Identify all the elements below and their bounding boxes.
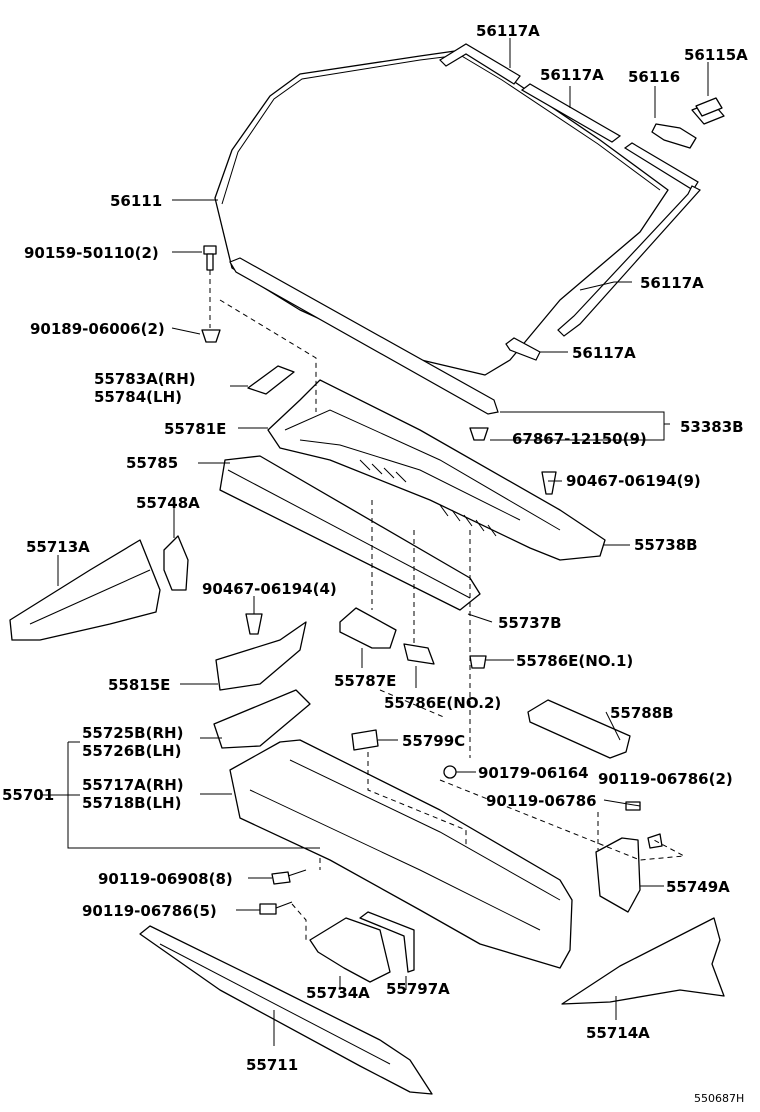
duct-55788b xyxy=(527,699,631,759)
label-55737b: 55737B xyxy=(498,614,562,632)
bolt-90119-b xyxy=(271,869,307,885)
label-56117a-bottom: 56117A xyxy=(572,344,636,362)
lower-panel-55711 xyxy=(139,925,433,1095)
label-55748a: 55748A xyxy=(136,494,200,512)
bracket-55725b xyxy=(213,689,311,749)
label-56117a-mid: 56117A xyxy=(540,66,604,84)
cowl-top-panel-55701 xyxy=(229,739,573,969)
label-55711: 55711 xyxy=(246,1056,298,1074)
clip-56115a xyxy=(691,97,725,125)
label-90159: 90159-50110(2) xyxy=(24,244,159,262)
label-55701: 55701 xyxy=(2,786,54,804)
label-56111: 56111 xyxy=(110,192,162,210)
windshield-glass xyxy=(214,49,669,376)
label-56116: 56116 xyxy=(628,68,680,86)
label-55749a: 55749A xyxy=(666,878,730,896)
bracket-55815e xyxy=(215,621,307,691)
bracket-55749a xyxy=(595,837,641,913)
cowl-louver xyxy=(267,379,606,561)
label-55786e-no2: 55786E(NO.2) xyxy=(384,694,501,712)
clip-90467-b xyxy=(245,613,263,635)
label-55714a: 55714A xyxy=(586,1024,650,1042)
side-panel-55713a xyxy=(9,539,161,641)
clip-67867 xyxy=(469,427,489,441)
label-90119-5: 90119-06786(5) xyxy=(82,902,217,920)
label-55797a: 55797A xyxy=(386,980,450,998)
label-55781e: 55781E xyxy=(164,420,226,438)
label-55738b: 55738B xyxy=(634,536,698,554)
seal-55786e-no2 xyxy=(403,643,435,665)
duct-55787e xyxy=(339,607,397,649)
seal-55786e-no1 xyxy=(469,655,487,669)
bracket-55783a xyxy=(247,365,295,395)
leader-lines xyxy=(40,38,709,1046)
spacer-56116 xyxy=(651,123,697,149)
label-55783a: 55783A(RH) xyxy=(94,370,196,388)
label-55725b: 55725B(RH) xyxy=(82,724,183,742)
label-55784: 55784(LH) xyxy=(94,388,182,406)
windshield-molding-strips xyxy=(229,43,701,415)
bolt-90119-c xyxy=(259,901,293,915)
clip-55799c xyxy=(351,729,379,751)
label-90119-8: 90119-06908(8) xyxy=(98,870,233,888)
cowl-panel-55785 xyxy=(219,455,481,611)
part-labels: 56117A 56117A 56116 56115A 56111 90159-5… xyxy=(2,22,748,1105)
label-55785: 55785 xyxy=(126,454,178,472)
clip-90467-a xyxy=(541,471,557,495)
label-55788b: 55788B xyxy=(610,704,674,722)
bracket-55797a xyxy=(359,911,415,973)
label-55718b: 55718B(LH) xyxy=(82,794,181,812)
bolt-90159 xyxy=(203,245,217,271)
label-55786e-no1: 55786E(NO.1) xyxy=(516,652,633,670)
label-90119: 90119-06786 xyxy=(486,792,597,810)
label-56117a-top: 56117A xyxy=(476,22,540,40)
louver-vents xyxy=(359,459,497,537)
label-55717a: 55717A(RH) xyxy=(82,776,184,794)
label-56117a-right: 56117A xyxy=(640,274,704,292)
label-90189: 90189-06006(2) xyxy=(30,320,165,338)
label-55815e: 55815E xyxy=(108,676,170,694)
bracket-55734a xyxy=(309,917,391,983)
label-90467-9: 90467-06194(9) xyxy=(566,472,701,490)
label-56115a: 56115A xyxy=(684,46,748,64)
nut-90179 xyxy=(443,765,457,779)
label-55799c: 55799C xyxy=(402,732,465,750)
label-55726b: 55726B(LH) xyxy=(82,742,181,760)
label-55713a: 55713A xyxy=(26,538,90,556)
label-67867: 67867-12150(9) xyxy=(512,430,647,448)
label-90179: 90179-06164 xyxy=(478,764,589,782)
assembly-dashed-lines xyxy=(209,270,686,940)
bracket-55748a xyxy=(163,535,189,591)
label-55787e: 55787E xyxy=(334,672,396,690)
side-panel-55714a xyxy=(561,917,725,1005)
label-90119-2: 90119-06786(2) xyxy=(598,770,733,788)
label-55734a: 55734A xyxy=(306,984,370,1002)
label-53383b: 53383B xyxy=(680,418,744,436)
diagram-code: 550687H xyxy=(694,1092,744,1105)
nut-90189 xyxy=(201,329,221,343)
label-90467-4: 90467-06194(4) xyxy=(202,580,337,598)
